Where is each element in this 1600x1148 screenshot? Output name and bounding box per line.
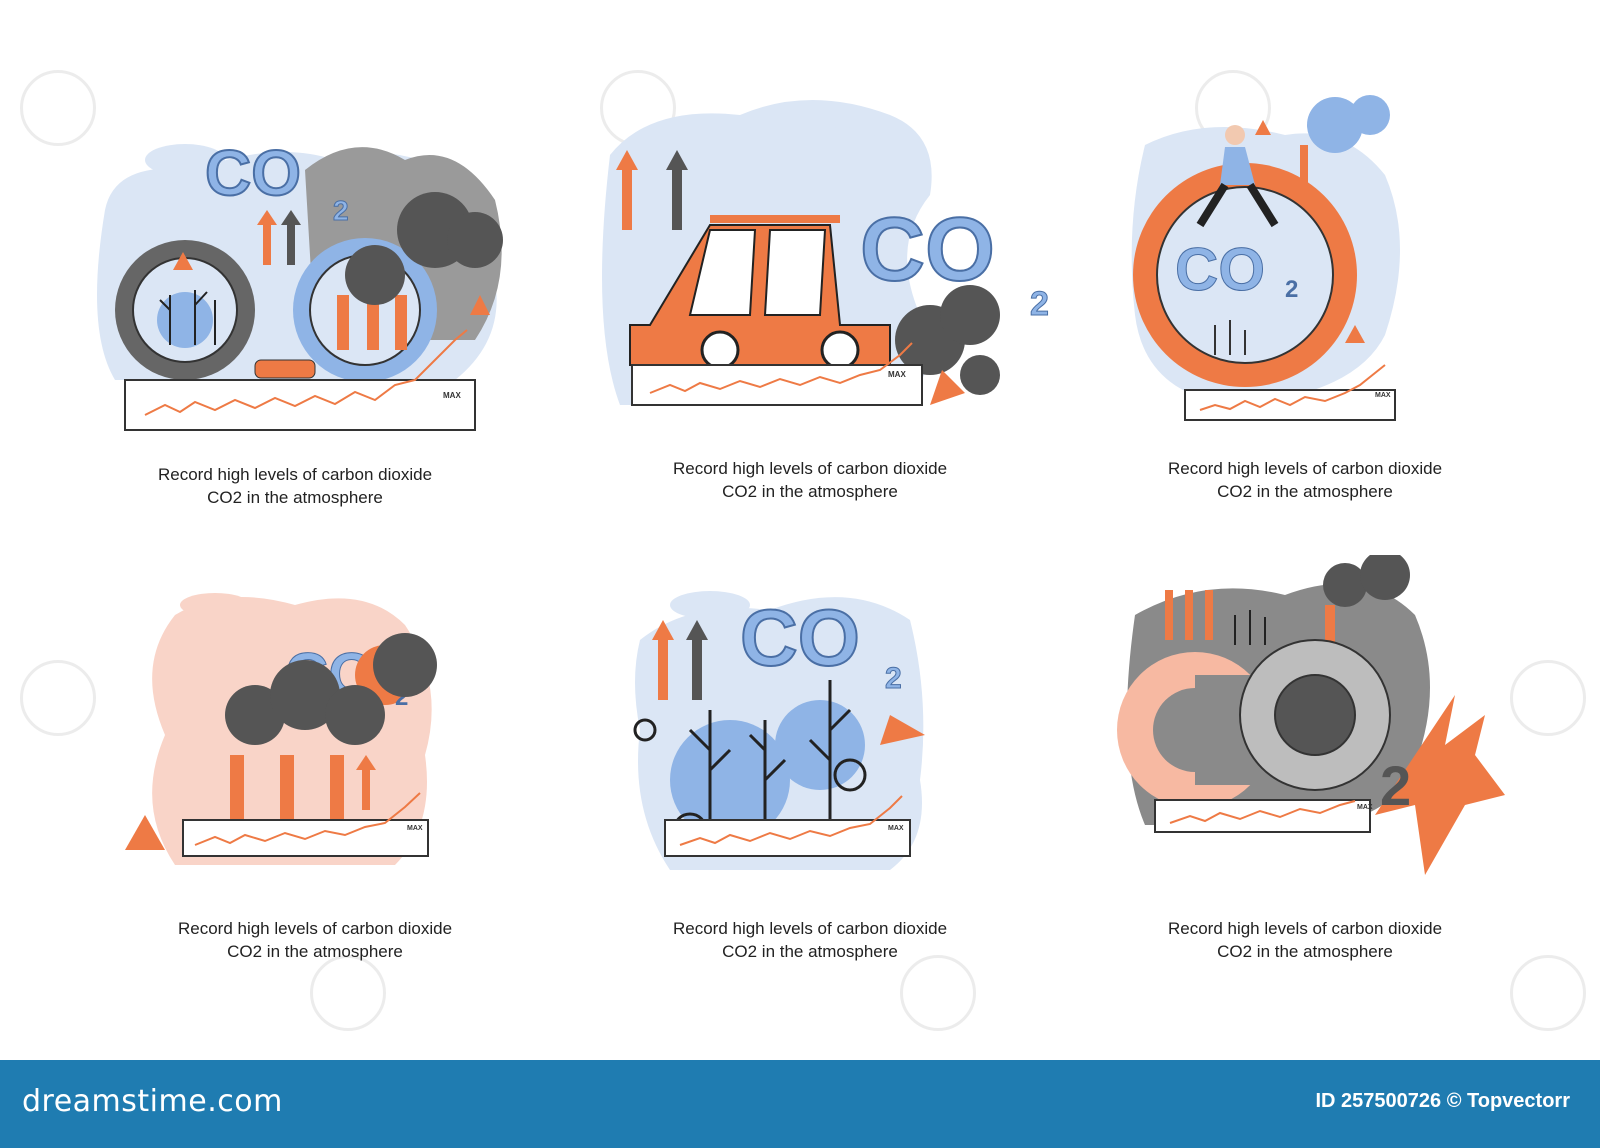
- svg-text:CO: CO: [1175, 236, 1265, 303]
- co2-smokestacks-illustration: CO 2 MAX: [125, 593, 437, 865]
- caption: Record high levels of carbon dioxide CO2…: [590, 917, 1030, 963]
- caption-line-1: Record high levels of carbon dioxide: [672, 919, 948, 938]
- svg-text:2: 2: [885, 662, 902, 695]
- co2-dead-trees-illustration: CO 2 MAX: [633, 591, 925, 870]
- svg-text:MAX: MAX: [888, 370, 906, 379]
- watermark-logo: [20, 70, 96, 146]
- svg-text:MAX: MAX: [1375, 392, 1391, 399]
- svg-text:MAX: MAX: [1357, 804, 1373, 811]
- caption-line-2: CO2 in the atmosphere: [207, 488, 383, 507]
- co2-pollution-burst-illustration: 2 MAX: [1117, 555, 1505, 875]
- svg-text:2: 2: [1030, 285, 1049, 323]
- svg-text:CO: CO: [860, 200, 995, 300]
- caption-line-1: Record high levels of carbon dioxide: [672, 459, 948, 478]
- svg-text:2: 2: [1285, 276, 1298, 303]
- caption: Record high levels of carbon dioxide CO2…: [75, 463, 515, 509]
- caption-line-2: CO2 in the atmosphere: [722, 482, 898, 501]
- caption-line-1: Record high levels of carbon dioxide: [177, 919, 453, 938]
- svg-text:MAX: MAX: [407, 825, 423, 832]
- svg-text:CO: CO: [740, 593, 860, 682]
- illustration-panel-3: CO 2 MAX Record high levels of carbon di…: [1085, 75, 1525, 545]
- svg-text:2: 2: [333, 195, 349, 226]
- caption: Record high levels of carbon dioxide CO2…: [1085, 457, 1525, 503]
- caption-line-2: CO2 in the atmosphere: [722, 942, 898, 961]
- caption-line-2: CO2 in the atmosphere: [1217, 482, 1393, 501]
- footer-bar: dreamstime.com ID 257500726 © Topvectorr: [0, 1060, 1600, 1148]
- co2-gears-factory-illustration: CO 2 MAX: [97, 136, 503, 431]
- image-credit: ID 257500726 © Topvectorr: [1315, 1090, 1571, 1112]
- watermark-logo: [20, 660, 96, 736]
- watermark-logo: [900, 955, 976, 1031]
- illustration-panel-5: CO 2 MAX Record high levels of carbon di…: [590, 580, 1030, 1050]
- watermark-logo: [1510, 955, 1586, 1031]
- caption-line-2: CO2 in the atmosphere: [227, 942, 403, 961]
- brand-logo[interactable]: dreamstime.com: [22, 1084, 283, 1119]
- caption-line-2: CO2 in the atmosphere: [1217, 942, 1393, 961]
- illustration-panel-1: CO 2 MAX Record high levels of carbon di…: [75, 80, 515, 550]
- caption: Record high levels of carbon dioxide CO2…: [1085, 917, 1525, 963]
- caption: Record high levels of carbon dioxide CO2…: [590, 457, 1030, 503]
- illustration-panel-4: CO 2 MAX Record high levels of carbon di…: [95, 585, 535, 1055]
- caption-line-1: Record high levels of carbon dioxide: [1167, 459, 1443, 478]
- svg-text:MAX: MAX: [888, 825, 904, 832]
- illustration-panel-6: 2 MAX Record high levels of carbon dioxi…: [1085, 555, 1525, 1025]
- illustration-panel-2: CO 2 MAX Record high levels of carbon di…: [590, 75, 1049, 545]
- caption-line-1: Record high levels of carbon dioxide: [157, 465, 433, 484]
- caption: Record high levels of carbon dioxide CO2…: [95, 917, 535, 963]
- watermark-logo: [310, 955, 386, 1031]
- svg-text:CO: CO: [205, 137, 301, 209]
- caption-line-1: Record high levels of carbon dioxide: [1167, 919, 1443, 938]
- co2-gear-person-illustration: CO 2 MAX: [1131, 95, 1400, 421]
- co2-car-illustration: CO 2 MAX: [602, 100, 1049, 406]
- svg-text:2: 2: [1380, 754, 1411, 817]
- svg-text:MAX: MAX: [443, 391, 461, 400]
- watermark-logo: [1510, 660, 1586, 736]
